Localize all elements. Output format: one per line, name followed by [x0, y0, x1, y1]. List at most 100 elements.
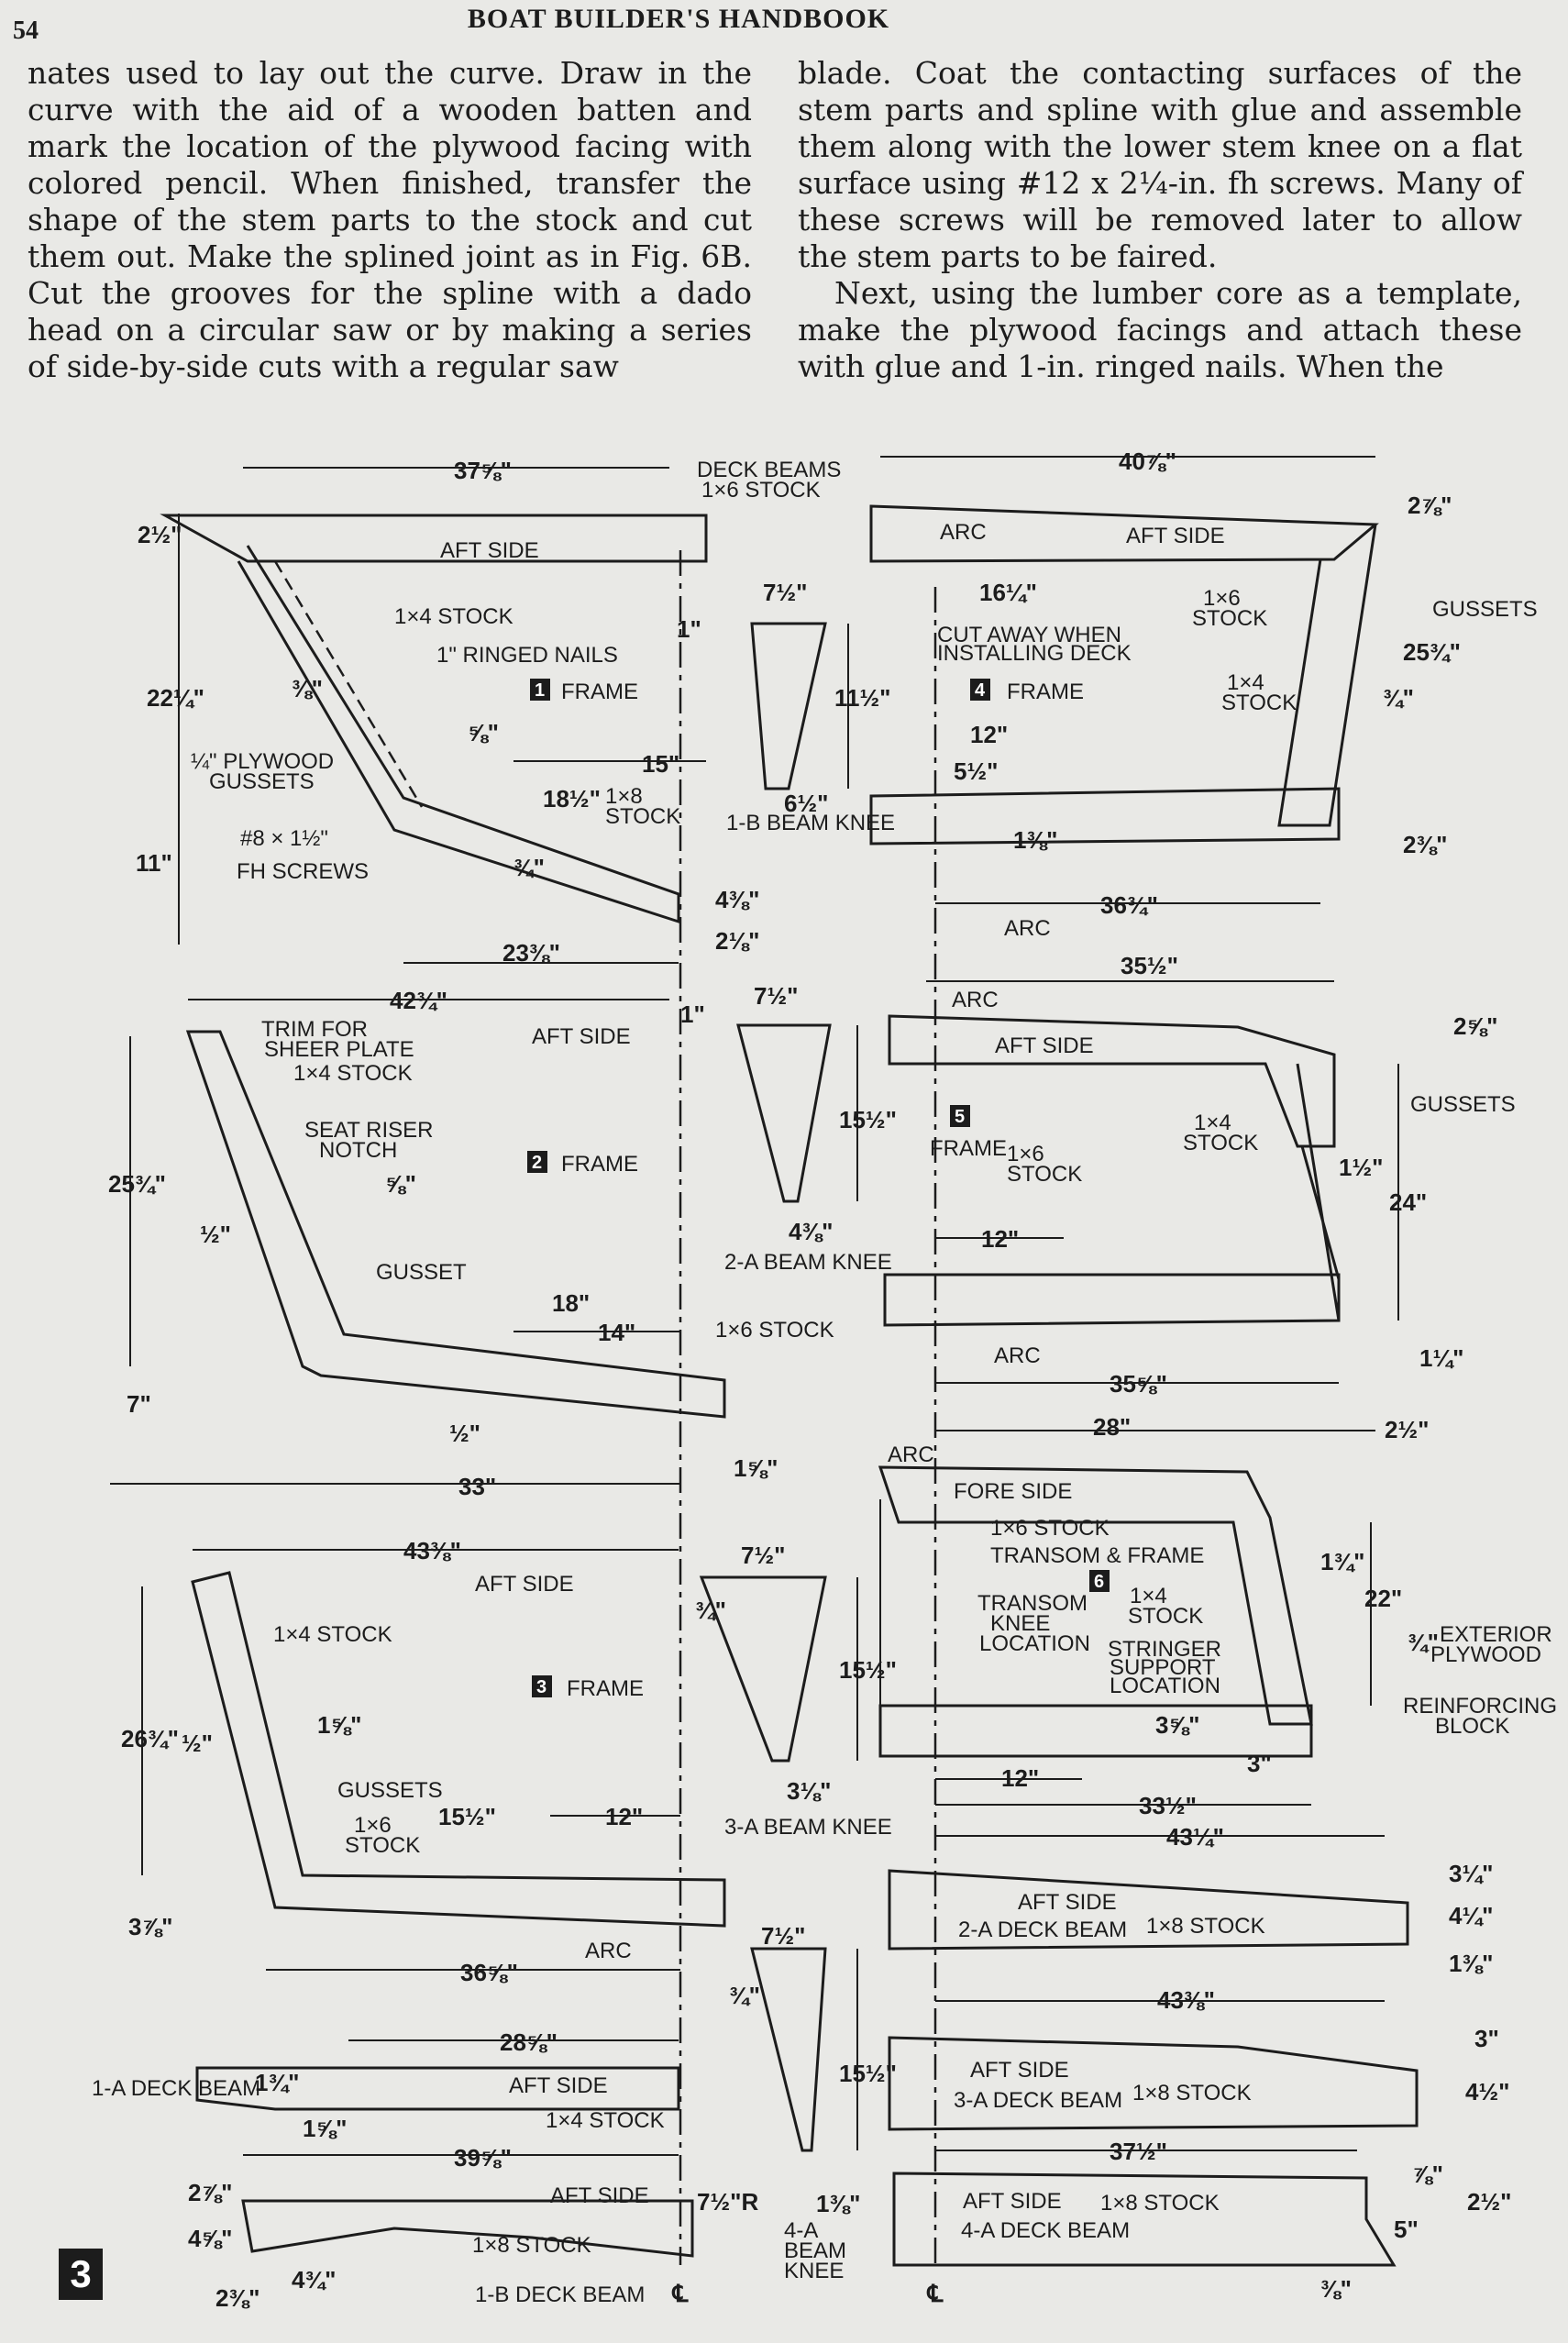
label: 1×4: [1194, 1111, 1231, 1135]
dim-label: 12": [1001, 1764, 1039, 1792]
deck-beam-shape: [888, 1869, 1409, 1951]
dim-label: 2⅜": [1403, 831, 1447, 858]
dim-label: ¾": [1383, 684, 1414, 712]
label: GUSSETS: [1410, 1092, 1516, 1117]
text-column-right: blade. Coat the contacting surfaces of t…: [798, 55, 1522, 385]
dim-label: 18": [552, 1289, 590, 1317]
frame-1-gusset-line: [273, 560, 424, 808]
dim-label: 3⅝": [1155, 1711, 1199, 1739]
deck-beam-shape: [888, 2036, 1419, 2131]
label: 1×8: [605, 784, 643, 809]
label: STRINGER: [1108, 1637, 1221, 1662]
deck-beam-shape: [892, 2172, 1397, 2267]
dim-label: 6½": [784, 790, 828, 817]
label: SEAT RISER: [304, 1118, 433, 1143]
deck-beam-shape: [241, 2199, 694, 2258]
frame-2-side: [185, 1030, 726, 1419]
label: PLYWOOD: [1430, 1642, 1541, 1667]
dim-label: 3": [1474, 2025, 1499, 2052]
dim-label: 1½": [1339, 1154, 1383, 1181]
label: 1×6: [1203, 586, 1241, 611]
deck-beam-title: 1-B DECK BEAM: [475, 2282, 645, 2307]
centerline-mark: ℄: [927, 2280, 944, 2307]
dim-label: 3⅛": [787, 1777, 831, 1805]
dim-label: 15½": [438, 1803, 496, 1830]
label: AFT SIDE: [995, 1033, 1094, 1058]
centerline-mark: ℄: [672, 2280, 690, 2307]
paragraph: Next, using the lumber core as a templat…: [798, 275, 1522, 384]
dim-label: 7½": [763, 579, 807, 606]
dim-label: 40⅞": [1119, 448, 1176, 475]
label: STOCK: [1192, 606, 1267, 631]
dim-label: 39⅝": [454, 2144, 512, 2172]
frame-3-side: [191, 1571, 726, 1928]
label: AFT SIDE: [963, 2189, 1062, 2214]
dim-label: 7½"R: [697, 2188, 758, 2216]
dim-label: 5½": [954, 757, 998, 785]
label: ARC: [994, 1343, 1041, 1368]
label: FRAME: [930, 1136, 1007, 1161]
label: AFT SIDE: [1126, 524, 1225, 548]
dim-label: 4⅜": [789, 1218, 833, 1245]
dim-label: 37½": [1110, 2138, 1167, 2165]
dim-label: ⅞": [1412, 2161, 1443, 2188]
label: TRIM FOR: [261, 1017, 368, 1042]
transom-top: [878, 1465, 1313, 1726]
dim-label: 1⅜": [1449, 1950, 1493, 1977]
label: KNEE: [990, 1611, 1050, 1636]
dim-label: 11½": [834, 684, 891, 712]
running-head: BOAT BUILDER'S HANDBOOK: [467, 4, 890, 34]
dim-label: 1¾": [1320, 1548, 1364, 1575]
dim-label: 4¼": [1449, 1902, 1493, 1929]
dim-label: 25¾": [1403, 638, 1461, 666]
frame-1: 37⅝" DECK BEAMS 1×6 STOCK 2½" AFT SIDE 1…: [136, 457, 841, 967]
label: AFT SIDE: [970, 2058, 1069, 2083]
dim-label: 23⅜": [502, 939, 560, 967]
label: STOCK: [1128, 1604, 1203, 1629]
knee-title: KNEE: [784, 2259, 844, 2283]
frame-badge: [530, 679, 550, 701]
frame-4: 40⅞" 2⅞" ARC AFT SIDE 16¼" CUT AWAY WHEN…: [869, 448, 1538, 941]
label: STOCK: [605, 804, 680, 829]
dim-label: 24": [1389, 1188, 1427, 1216]
frame-badge: [950, 1105, 970, 1127]
dim-label: 2⅞": [1408, 492, 1452, 519]
dim-label: 15½": [839, 2060, 897, 2087]
frame-4-side: [1277, 524, 1377, 827]
dim-label: ½": [449, 1420, 480, 1447]
dim-label: ¾": [513, 854, 545, 881]
dim-label: 15½": [839, 1106, 897, 1133]
label: 1×8 STOCK: [1100, 2191, 1220, 2216]
label: STOCK: [1221, 691, 1297, 715]
label: INSTALLING DECK: [937, 641, 1132, 666]
frame-4-deck-beam: [869, 504, 1379, 563]
label: FRAME: [561, 1152, 638, 1177]
label: ARC: [952, 988, 999, 1012]
deck-beam-title: 1-A DECK BEAM: [92, 2076, 260, 2101]
dim-label: ½": [200, 1221, 231, 1248]
page-number: 54: [13, 17, 39, 45]
label: 1×4 STOCK: [394, 604, 513, 629]
label: ARC: [940, 520, 987, 545]
label: REINFORCING: [1403, 1694, 1557, 1719]
dim-label: 4⅜": [715, 886, 759, 913]
dim-label: 37⅝": [454, 457, 512, 484]
frame-badge: [527, 1151, 547, 1173]
label: 1×4 STOCK: [273, 1622, 392, 1647]
knee-shape: [750, 622, 827, 790]
dim-label: 12": [970, 721, 1008, 748]
deck-beam-title: 3-A DECK BEAM: [954, 2088, 1122, 2113]
deck-beam-3a: 43⅜" AFT SIDE 3-A DECK BEAM 1×8 STOCK 3"…: [888, 1986, 1509, 2131]
frame-badge-number: 3: [536, 1677, 547, 1697]
figure-number-badge: 3: [59, 2249, 103, 2300]
dim-label: ⅝": [468, 719, 499, 746]
label: GUSSETS: [209, 769, 315, 794]
knee-shape: [736, 1023, 832, 1203]
dim-label: ½": [182, 1730, 213, 1757]
dim-label: 25¾": [108, 1170, 166, 1198]
label: EXTERIOR: [1440, 1622, 1552, 1647]
dim-label: 33": [458, 1473, 496, 1500]
label: 1×4: [1227, 670, 1264, 695]
dim-label: 2½": [1467, 2188, 1511, 2216]
label: TRANSOM & FRAME: [990, 1543, 1204, 1568]
